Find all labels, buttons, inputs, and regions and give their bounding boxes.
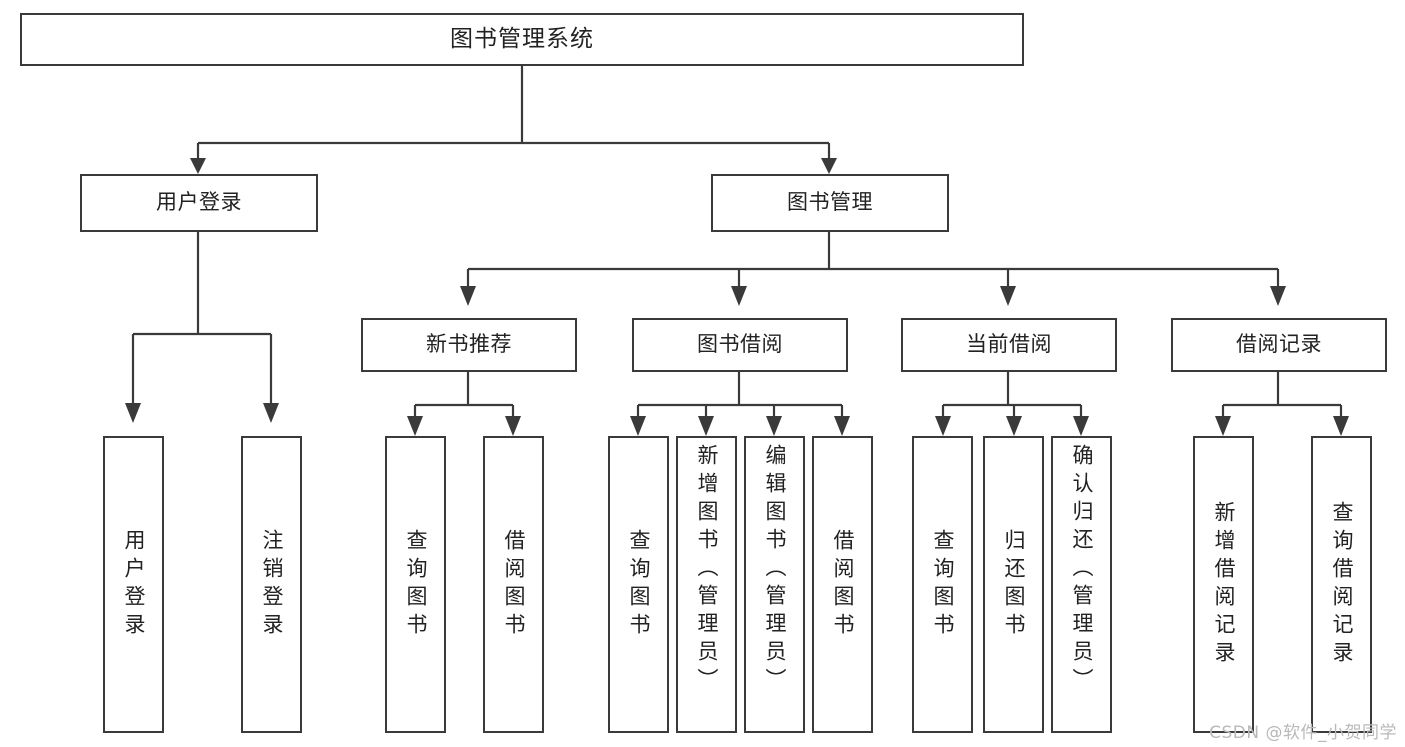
node-leaf-query-book-3-label: 查询图书: [931, 528, 955, 641]
node-leaf-user-login-label: 用户登录: [122, 528, 146, 641]
arrowhead-leaf-edit-book: [766, 416, 782, 436]
node-leaf-edit-book[interactable]: 编辑图书（管理员）: [744, 436, 805, 733]
node-leaf-query-record-label: 查询借阅记录: [1330, 500, 1354, 669]
node-borrow-record[interactable]: 借阅记录: [1171, 318, 1387, 372]
node-new-book-recommend-label: 新书推荐: [426, 332, 512, 357]
node-leaf-borrow-book-2-label: 借阅图书: [831, 528, 855, 641]
node-user-login-label: 用户登录: [156, 190, 242, 215]
node-leaf-return-book-label: 归还图书: [1002, 528, 1026, 641]
node-leaf-borrow-book-1[interactable]: 借阅图书: [483, 436, 544, 733]
arrowhead-leaf-query-record: [1333, 416, 1349, 436]
node-leaf-query-book-1-label: 查询图书: [404, 528, 428, 641]
arrowhead-leaf-borrow-book-2: [834, 416, 850, 436]
node-current-borrow[interactable]: 当前借阅: [901, 318, 1117, 372]
node-leaf-query-book-3[interactable]: 查询图书: [912, 436, 973, 733]
node-leaf-query-book-2-label: 查询图书: [627, 528, 651, 641]
csdn-watermark: CSDN @软件_小贺同学: [1209, 723, 1397, 743]
node-leaf-confirm-return[interactable]: 确认归还（管理员）: [1051, 436, 1112, 733]
arrowhead-leaf-confirm-return: [1073, 416, 1089, 436]
node-leaf-return-book[interactable]: 归还图书: [983, 436, 1044, 733]
arrowhead-leaf-query-book-3: [935, 416, 951, 436]
arrowhead-new-book-recommend: [460, 286, 476, 306]
node-current-borrow-label: 当前借阅: [966, 332, 1052, 357]
node-borrow-record-label: 借阅记录: [1236, 332, 1322, 357]
arrowhead-user-login: [190, 158, 206, 174]
node-leaf-query-book-2[interactable]: 查询图书: [608, 436, 669, 733]
node-leaf-query-record[interactable]: 查询借阅记录: [1311, 436, 1372, 733]
arrowhead-leaf-query-book-2: [630, 416, 646, 436]
node-leaf-query-book-1[interactable]: 查询图书: [385, 436, 446, 733]
arrowhead-leaf-add-book: [698, 416, 714, 436]
arrowhead-current-borrow: [1000, 286, 1016, 306]
node-leaf-add-book[interactable]: 新增图书（管理员）: [676, 436, 737, 733]
node-book-manage[interactable]: 图书管理: [711, 174, 949, 232]
arrowhead-book-borrow: [731, 286, 747, 306]
node-leaf-edit-book-label: 编辑图书（管理员）: [763, 444, 787, 696]
node-leaf-add-record[interactable]: 新增借阅记录: [1193, 436, 1254, 733]
node-book-borrow[interactable]: 图书借阅: [632, 318, 848, 372]
arrowhead-borrow-record: [1270, 286, 1286, 306]
arrowhead-leaf-add-record: [1215, 416, 1231, 436]
arrowhead-leaf-user-login: [125, 403, 141, 423]
arrowhead-leaf-query-book-1: [407, 416, 423, 436]
node-leaf-user-logout[interactable]: 注销登录: [241, 436, 302, 733]
node-leaf-add-record-label: 新增借阅记录: [1212, 500, 1236, 669]
node-root[interactable]: 图书管理系统: [20, 13, 1024, 66]
node-root-label: 图书管理系统: [450, 25, 594, 52]
node-leaf-user-logout-label: 注销登录: [260, 528, 284, 641]
node-leaf-borrow-book-1-label: 借阅图书: [502, 528, 526, 641]
arrowhead-leaf-user-logout: [263, 403, 279, 423]
node-leaf-borrow-book-2[interactable]: 借阅图书: [812, 436, 873, 733]
node-leaf-add-book-label: 新增图书（管理员）: [695, 444, 719, 696]
node-new-book-recommend[interactable]: 新书推荐: [361, 318, 577, 372]
node-book-borrow-label: 图书借阅: [697, 332, 783, 357]
arrowhead-leaf-return-book: [1006, 416, 1022, 436]
arrowhead-leaf-borrow-book-1: [505, 416, 521, 436]
node-leaf-user-login[interactable]: 用户登录: [103, 436, 164, 733]
node-leaf-confirm-return-label: 确认归还（管理员）: [1070, 444, 1094, 696]
node-book-manage-label: 图书管理: [787, 190, 873, 215]
arrowhead-book-manage: [821, 158, 837, 174]
node-user-login[interactable]: 用户登录: [80, 174, 318, 232]
